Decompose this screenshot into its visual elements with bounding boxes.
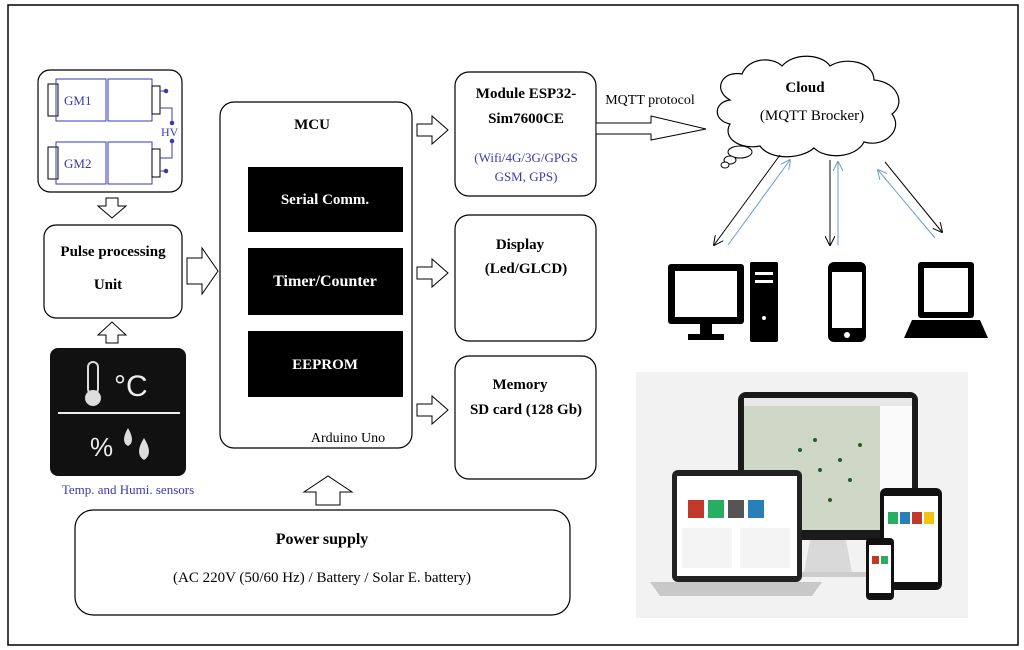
arrow-up bbox=[302, 475, 354, 506]
memory-line2: SD card (128 Gb) bbox=[470, 402, 582, 418]
eeprom-label: EEPROM bbox=[292, 357, 358, 373]
protocol-label: MQTT protocol bbox=[605, 93, 695, 108]
timer-counter-block bbox=[248, 248, 403, 315]
esp32-sub2: GSM, GPS) bbox=[495, 169, 558, 184]
serial-comm-block bbox=[248, 167, 403, 232]
pulse-unit-line1: Pulse processing bbox=[60, 244, 166, 260]
board-label: Arduino Uno bbox=[311, 431, 385, 446]
eeprom-block bbox=[248, 331, 403, 397]
arrow-right bbox=[416, 114, 449, 146]
arrow-right bbox=[416, 394, 449, 426]
temp-unit: °C bbox=[114, 370, 148, 403]
client-links bbox=[714, 154, 942, 245]
gm1-label: GM1 bbox=[64, 93, 91, 108]
power-supply-block bbox=[74, 509, 571, 616]
water-drops-icon bbox=[124, 428, 149, 460]
memory-module bbox=[454, 355, 597, 480]
cloud-shape bbox=[716, 55, 900, 158]
cloud-title: Cloud bbox=[785, 80, 825, 96]
display-module bbox=[454, 214, 597, 342]
pulse-processing-unit bbox=[43, 224, 183, 319]
arrow-down bbox=[96, 197, 128, 219]
serial-comm-label: Serial Comm. bbox=[281, 192, 370, 208]
esp32-sub1: (Wifi/4G/3G/GPGS bbox=[474, 150, 577, 165]
sensor-caption: Temp. and Humi. sensors bbox=[62, 482, 194, 497]
arrow-right bbox=[186, 246, 219, 296]
hv-label: HV bbox=[161, 125, 179, 139]
arrow-right bbox=[416, 257, 449, 289]
esp32-line1: Module ESP32- bbox=[476, 86, 576, 102]
display-line1: Display bbox=[496, 237, 545, 253]
laptop-icon bbox=[904, 262, 988, 338]
dashboard-devices-image bbox=[636, 372, 968, 618]
gm-detector-block bbox=[37, 69, 183, 193]
desktop-icon bbox=[668, 262, 778, 342]
power-title: Power supply bbox=[276, 531, 369, 548]
power-subtitle: (AC 220V (50/60 Hz) / Battery / Solar E.… bbox=[173, 570, 471, 586]
esp32-line2: Sim7600CE bbox=[488, 111, 564, 127]
memory-line1: Memory bbox=[493, 377, 548, 393]
smartphone-icon bbox=[828, 262, 866, 342]
gm2-label: GM2 bbox=[64, 156, 91, 171]
thermometer-icon bbox=[85, 361, 101, 406]
humidity-symbol: % bbox=[90, 432, 113, 462]
cloud-subtitle: (MQTT Brocker) bbox=[760, 108, 864, 124]
mqtt-arrow bbox=[595, 115, 707, 141]
pulse-unit-line2: Unit bbox=[94, 277, 122, 293]
timer-counter-label: Timer/Counter bbox=[273, 273, 377, 290]
mcu-title: MCU bbox=[294, 117, 330, 133]
arrow-up bbox=[96, 321, 128, 344]
sensor-image: °C % bbox=[50, 348, 186, 476]
display-line2: (Led/GLCD) bbox=[485, 261, 568, 277]
